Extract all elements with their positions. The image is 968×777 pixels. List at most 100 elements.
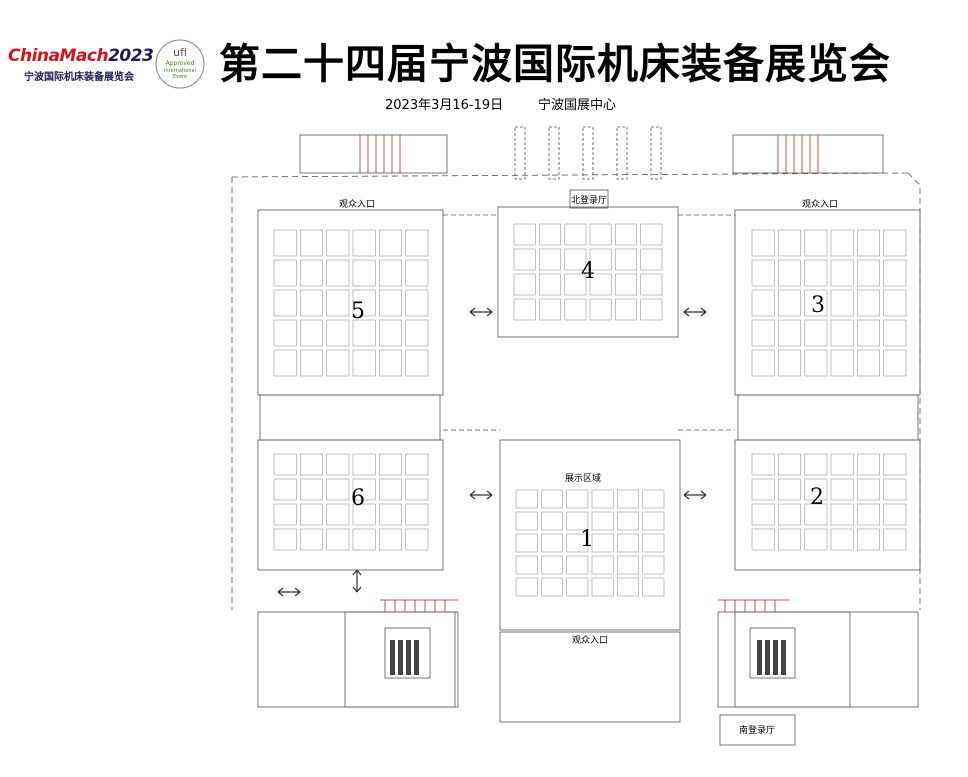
booth [273, 289, 297, 317]
booth [566, 489, 589, 509]
booth [777, 349, 801, 377]
booth [273, 478, 297, 501]
booth [777, 453, 801, 476]
booth [538, 273, 561, 296]
booth [515, 533, 538, 553]
booth [273, 349, 297, 377]
booth [591, 489, 614, 509]
booth [777, 319, 801, 347]
booth [378, 503, 402, 526]
booth [299, 319, 323, 347]
booth [352, 478, 376, 501]
hall-6-label: 6 [351, 486, 365, 511]
arrow-icon [469, 490, 493, 500]
visitor-entrance-left-label: 观众入口 [339, 199, 375, 210]
chinamach-logo: ChinaMach2023 宁波国际机床装备展览会 [8, 46, 154, 86]
booth [299, 349, 323, 377]
booth [751, 478, 775, 501]
booth [540, 555, 563, 575]
booth [352, 289, 376, 317]
booth [830, 319, 854, 347]
booth [566, 555, 589, 575]
north-registration-label: 北登录厅 [571, 195, 607, 206]
ufi-line3: Event [173, 74, 187, 80]
hall-1-label: 1 [580, 527, 594, 552]
booth [299, 503, 323, 526]
booth [513, 223, 536, 246]
booth [591, 555, 614, 575]
booth [614, 223, 637, 246]
booth [273, 528, 297, 551]
booth [642, 533, 665, 553]
booth [378, 229, 402, 257]
booth [883, 289, 907, 317]
booth [273, 453, 297, 476]
site-outline [231, 126, 921, 746]
booth [405, 229, 429, 257]
logo-subtitle: 宁波国际机床装备展览会 [24, 72, 134, 83]
booth [378, 349, 402, 377]
booth [751, 349, 775, 377]
booth [566, 577, 589, 597]
booth [777, 259, 801, 287]
booth [616, 489, 639, 509]
booth [273, 319, 297, 347]
booth [591, 511, 614, 531]
booth [538, 223, 561, 246]
booth [326, 259, 350, 287]
booth [830, 503, 854, 526]
south-registration-label: 南登录厅 [739, 724, 775, 736]
booth [405, 289, 429, 317]
booth [352, 349, 376, 377]
booth [830, 259, 854, 287]
booth [405, 349, 429, 377]
booth [777, 528, 801, 551]
booth [856, 478, 880, 501]
logo-brand-year: 2023 [108, 46, 154, 66]
booth [352, 319, 376, 347]
booth [616, 533, 639, 553]
booth [326, 528, 350, 551]
booth [273, 503, 297, 526]
booth [856, 229, 880, 257]
booth [642, 511, 665, 531]
booth [830, 349, 854, 377]
hall-2-label: 2 [810, 485, 824, 510]
booth [616, 577, 639, 597]
logo-brand-main: hinaMach [19, 46, 109, 66]
booth [589, 273, 612, 296]
visitor-entrance-right-label: 观众入口 [802, 199, 838, 210]
booth [640, 273, 663, 296]
walkway-arrows [277, 307, 707, 597]
booth [591, 533, 614, 553]
booth [777, 503, 801, 526]
booth [405, 478, 429, 501]
booth [751, 503, 775, 526]
booth [640, 248, 663, 271]
booth [804, 503, 828, 526]
hall-5-label: 5 [351, 299, 365, 324]
ufi-logo: ufi Approved International Event [155, 39, 205, 89]
booth [273, 229, 297, 257]
booth [751, 259, 775, 287]
booth [564, 273, 587, 296]
booth [642, 577, 665, 597]
booth [883, 528, 907, 551]
booth [883, 259, 907, 287]
booth [777, 478, 801, 501]
booth [540, 489, 563, 509]
booth [299, 259, 323, 287]
ufi-mark: ufi [173, 46, 187, 59]
booth [883, 478, 907, 501]
booth [830, 229, 854, 257]
stair-blocks [390, 640, 786, 675]
booth [830, 528, 854, 551]
booth [352, 503, 376, 526]
page-title: 第二十四届宁波国际机床装备展览会 [219, 40, 891, 88]
booth [564, 248, 587, 271]
event-date: 2023年3月16-19日 [385, 98, 504, 113]
visitor-entrance-bottom-label: 观众入口 [572, 635, 608, 646]
booths [273, 223, 907, 597]
booth [614, 273, 637, 296]
